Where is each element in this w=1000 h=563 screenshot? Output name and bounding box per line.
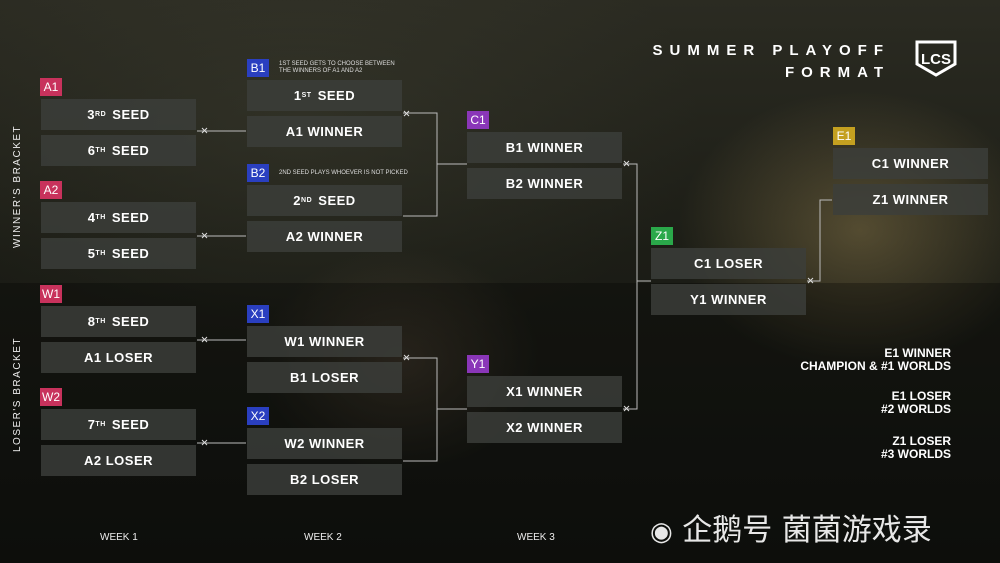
page-title: SUMMER PLAYOFF FORMAT — [653, 40, 890, 84]
week-1-label: WEEK 1 — [100, 532, 138, 543]
title-line-1: SUMMER PLAYOFF — [652, 42, 890, 59]
tag-e1: E1 — [833, 127, 855, 145]
b2-loser-box: B2 LOSER — [247, 464, 402, 495]
tag-a2: A2 — [40, 181, 62, 199]
tag-x1: X1 — [247, 305, 269, 323]
week-3-label: WEEK 3 — [517, 532, 555, 543]
tag-y1: Y1 — [467, 355, 489, 373]
a2-winner-box: A2 WINNER — [247, 221, 402, 252]
winners-bracket-label: WINNER'S BRACKET — [12, 124, 23, 248]
tag-c1: C1 — [467, 111, 489, 129]
a2-loser-box: A2 LOSER — [41, 445, 196, 476]
b2-winner-box: B2 WINNER — [467, 168, 622, 199]
title-line-2: FORMAT — [784, 64, 890, 81]
tag-b2: B2 — [247, 164, 269, 182]
lcs-logo: LCS — [915, 40, 957, 77]
a1-winner-box: A1 WINNER — [247, 116, 402, 147]
z1-winner-box: Z1 WINNER — [833, 184, 988, 215]
tag-x2: X2 — [247, 407, 269, 425]
tag-z1: Z1 — [651, 227, 673, 245]
logo-text: LCS — [921, 51, 951, 68]
watermark: ◉ 企鹅号 菌菌游戏录 — [650, 513, 932, 548]
result-z1-loser: Z1 LOSER#3 WORLDS — [880, 434, 951, 461]
tag-w2: W2 — [40, 388, 62, 406]
c1-loser-box: C1 LOSER — [651, 248, 806, 279]
w1-winner-box: W1 WINNER — [247, 326, 402, 357]
w2-winner-box: W2 WINNER — [247, 428, 402, 459]
week-2-label: WEEK 2 — [304, 532, 342, 543]
x2-winner-box: X2 WINNER — [467, 412, 622, 443]
b1-winner-box: B1 WINNER — [467, 132, 622, 163]
b2-note: 2ND SEED PLAYS WHOEVER IS NOT PICKED — [279, 170, 408, 176]
tag-b1: B1 — [247, 59, 269, 77]
x1-winner-box: X1 WINNER — [467, 376, 622, 407]
losers-bracket-label: LOSER'S BRACKET — [12, 337, 23, 452]
result-e1-loser: E1 LOSER#2 WORLDS — [880, 389, 951, 416]
b1-loser-box: B1 LOSER — [247, 362, 402, 393]
c1-winner-box: C1 WINNER — [833, 148, 988, 179]
y1-winner-box: Y1 WINNER — [651, 284, 806, 315]
a1-loser-box: A1 LOSER — [41, 342, 196, 373]
penguin-icon: ◉ — [650, 517, 673, 547]
tag-a1: A1 — [40, 78, 62, 96]
tag-w1: W1 — [40, 285, 62, 303]
